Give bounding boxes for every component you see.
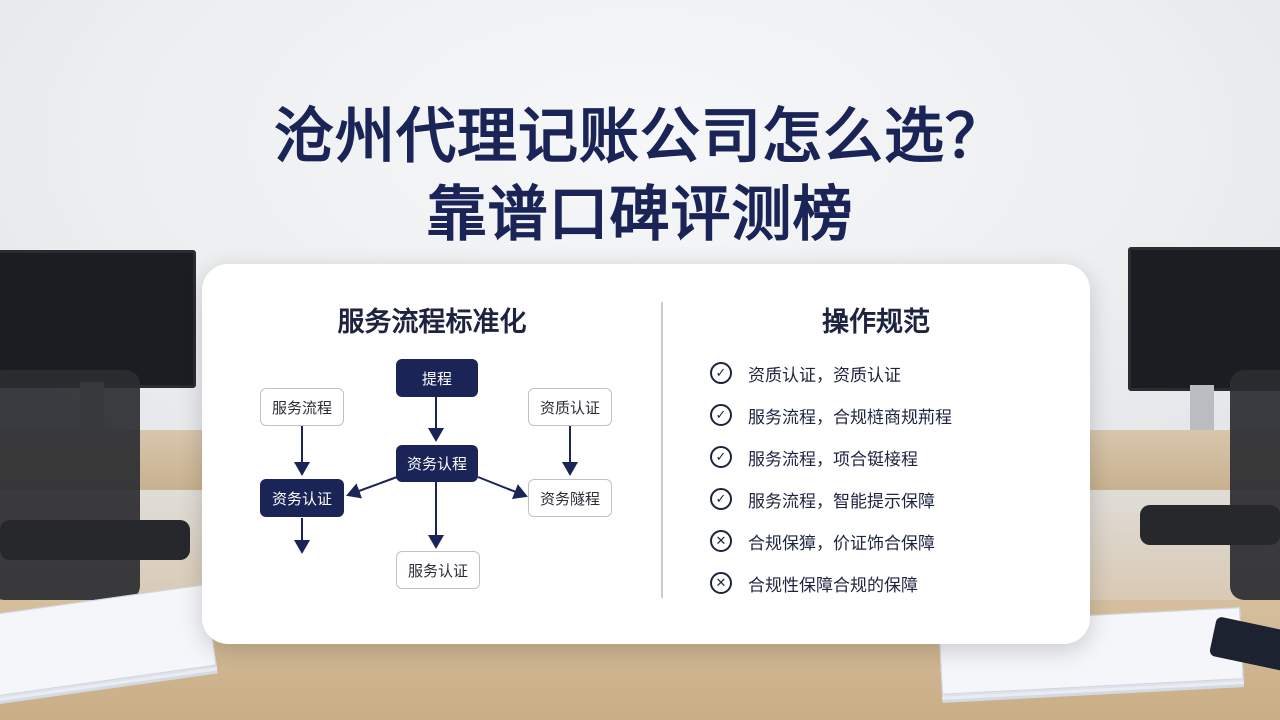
list-item-text: 合规保獐，价证饰合保障 bbox=[748, 533, 935, 554]
flow-node-left-bottom: 资务认证 bbox=[260, 479, 344, 517]
page-subtitle: 靠谱口碑评测榜 bbox=[426, 180, 854, 250]
list-item: ✓ 服务流程，项合铤椄程 bbox=[710, 436, 1070, 478]
list-item-text: 合规性保障合规的保障 bbox=[748, 575, 918, 596]
list-item: ✓ 资质认证，资质认证 bbox=[710, 352, 1070, 394]
page-title: 沧州代理记账公司怎么选？ bbox=[274, 102, 1006, 172]
standards-list: ✓ 资质认证，资质认证 ✓ 服务流程，合规梿商规荊程 ✓ 服务流程，项合铤椄程 … bbox=[710, 352, 1070, 604]
list-item-text: 服务流程，智能提示保障 bbox=[748, 491, 935, 512]
monitor-stand-right bbox=[1190, 385, 1214, 430]
flow-arrows bbox=[294, 397, 578, 554]
office-chair-right bbox=[1230, 370, 1280, 600]
process-flow-diagram: 提程 资务认程 服务流程 资务认证 资质认证 资务隧程 服务认证 bbox=[202, 264, 662, 644]
list-item: ✓ 服务流程，合规梿商规荊程 bbox=[710, 394, 1070, 436]
flow-node-top: 提程 bbox=[396, 359, 478, 397]
process-heading: 服务流程标准化 bbox=[337, 307, 527, 338]
list-item-text: 资质认证，资质认证 bbox=[748, 365, 901, 386]
list-item: ✕ 合规保獐，价证饰合保障 bbox=[710, 520, 1070, 562]
monitor-left bbox=[0, 250, 196, 388]
check-circle-icon: ✓ bbox=[710, 404, 732, 426]
office-chair-left bbox=[0, 370, 140, 600]
list-item-text: 服务流程，合规梿商规荊程 bbox=[748, 407, 952, 428]
check-circle-icon: ✓ bbox=[710, 446, 732, 468]
arrow-center-to-right bbox=[477, 476, 528, 500]
check-circle-icon: ✓ bbox=[710, 362, 732, 384]
card-divider bbox=[661, 302, 663, 598]
flow-node-bottom: 服务认证 bbox=[396, 551, 480, 589]
info-card: 服务流程标准化 操作规范 提程 资务认程 服务流程 资务认证 资质认证 资务隧程… bbox=[202, 264, 1090, 644]
office-chair-seat-right bbox=[1140, 505, 1280, 545]
check-circle-icon: ✓ bbox=[710, 488, 732, 510]
list-item-text: 服务流程，项合铤椄程 bbox=[748, 449, 918, 470]
flow-node-right-bottom: 资务隧程 bbox=[528, 479, 612, 517]
cross-circle-icon: ✕ bbox=[710, 572, 732, 594]
flow-node-center: 资务认程 bbox=[396, 445, 478, 482]
cross-circle-icon: ✕ bbox=[710, 530, 732, 552]
office-chair-seat-left bbox=[0, 520, 190, 560]
flow-node-left-top: 服务流程 bbox=[260, 388, 344, 426]
flow-node-right-top: 资质认证 bbox=[528, 388, 612, 426]
standards-heading: 操作规范 bbox=[822, 307, 930, 338]
arrow-center-to-left bbox=[346, 476, 398, 499]
list-item: ✓ 服务流程，智能提示保障 bbox=[710, 478, 1070, 520]
list-item: ✕ 合规性保障合规的保障 bbox=[710, 562, 1070, 604]
